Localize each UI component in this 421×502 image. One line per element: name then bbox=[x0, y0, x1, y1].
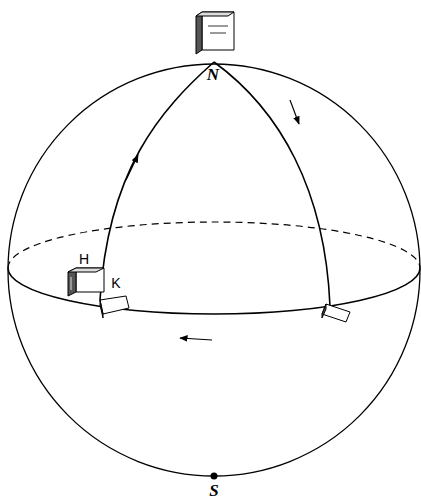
book-flat-left bbox=[100, 296, 129, 318]
meridian-right bbox=[214, 62, 330, 306]
book-flat-right bbox=[322, 304, 350, 322]
book-at-pole bbox=[196, 12, 234, 54]
point-label: H bbox=[79, 252, 89, 266]
point-label: K bbox=[111, 276, 120, 290]
book-standing bbox=[68, 268, 104, 296]
arrow-up bbox=[126, 155, 138, 180]
arrow-left bbox=[180, 338, 212, 340]
arrow-down bbox=[290, 100, 299, 124]
equator-back bbox=[8, 222, 420, 268]
south-pole-dot bbox=[211, 473, 218, 480]
pole-label: N bbox=[207, 66, 219, 83]
equator-front bbox=[8, 268, 420, 314]
pole-label: S bbox=[209, 482, 218, 499]
sphere-outline bbox=[8, 64, 420, 476]
meridian-left bbox=[100, 62, 214, 300]
